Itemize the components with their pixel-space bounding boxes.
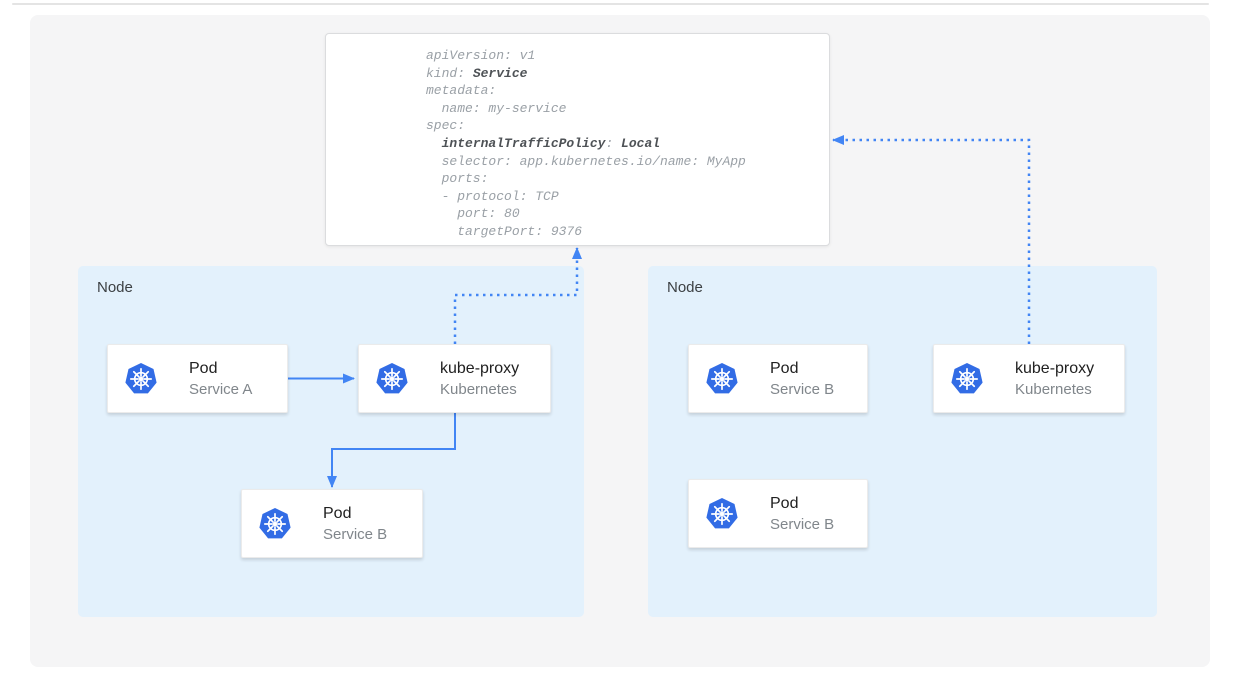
pod-box-service-b-left: Pod Service B <box>241 489 423 558</box>
box-subtitle: Service B <box>770 380 835 398</box>
kubernetes-icon <box>124 361 158 394</box>
pod-box-service-b-right-bottom: Pod Service B <box>688 479 868 548</box>
node-panel-left: Node <box>78 266 584 617</box>
kubernetes-icon <box>950 361 984 394</box>
yaml-line: apiVersion: v1 <box>426 48 536 63</box>
box-title: kube-proxy <box>1015 359 1095 377</box>
yaml-line: internalTrafficPolicy: Local <box>441 135 661 151</box>
box-subtitle: Service B <box>770 515 835 533</box>
pod-box-service-a: Pod Service A <box>107 344 288 413</box>
box-subtitle: Kubernetes <box>440 380 517 398</box>
yaml-code: apiVersion: v1 kind: Service metadata: nam… <box>326 34 829 241</box>
yaml-line: targetPort: 9376 <box>426 223 583 239</box>
yaml-line: port: 80 <box>426 206 520 222</box>
kubernetes-icon <box>705 361 739 394</box>
yaml-line: name: my-service <box>426 100 567 116</box>
box-subtitle: Service A <box>189 380 253 398</box>
node-panel-right: Node <box>648 266 1157 617</box>
node-label: Node <box>667 279 703 296</box>
service-yaml-card: apiVersion: v1 kind: Service metadata: nam… <box>325 33 830 246</box>
kube-proxy-box-right: kube-proxy Kubernetes <box>933 344 1125 413</box>
yaml-line: spec: <box>426 118 466 134</box>
top-divider <box>12 3 1209 5</box>
box-title: Pod <box>189 359 218 377</box>
yaml-line: - protocol: TCP <box>426 188 559 204</box>
yaml-line: ports: <box>426 171 489 187</box>
box-subtitle: Kubernetes <box>1015 380 1092 398</box>
box-title: Pod <box>770 359 799 377</box>
kubernetes-icon <box>705 496 739 529</box>
yaml-line: kind: Service <box>426 65 528 81</box>
kube-proxy-box-left: kube-proxy Kubernetes <box>358 344 551 413</box>
box-title: Pod <box>770 494 799 512</box>
kubernetes-icon <box>375 361 409 394</box>
yaml-line: metadata: <box>426 83 497 99</box>
box-subtitle: Service B <box>323 525 388 543</box>
node-label: Node <box>97 279 133 296</box>
yaml-line: selector: app.kubernetes.io/name: MyApp <box>426 153 746 169</box>
kubernetes-icon <box>258 506 292 539</box>
box-title: kube-proxy <box>440 359 520 377</box>
box-title: Pod <box>323 504 352 522</box>
pod-box-service-b-right-top: Pod Service B <box>688 344 868 413</box>
